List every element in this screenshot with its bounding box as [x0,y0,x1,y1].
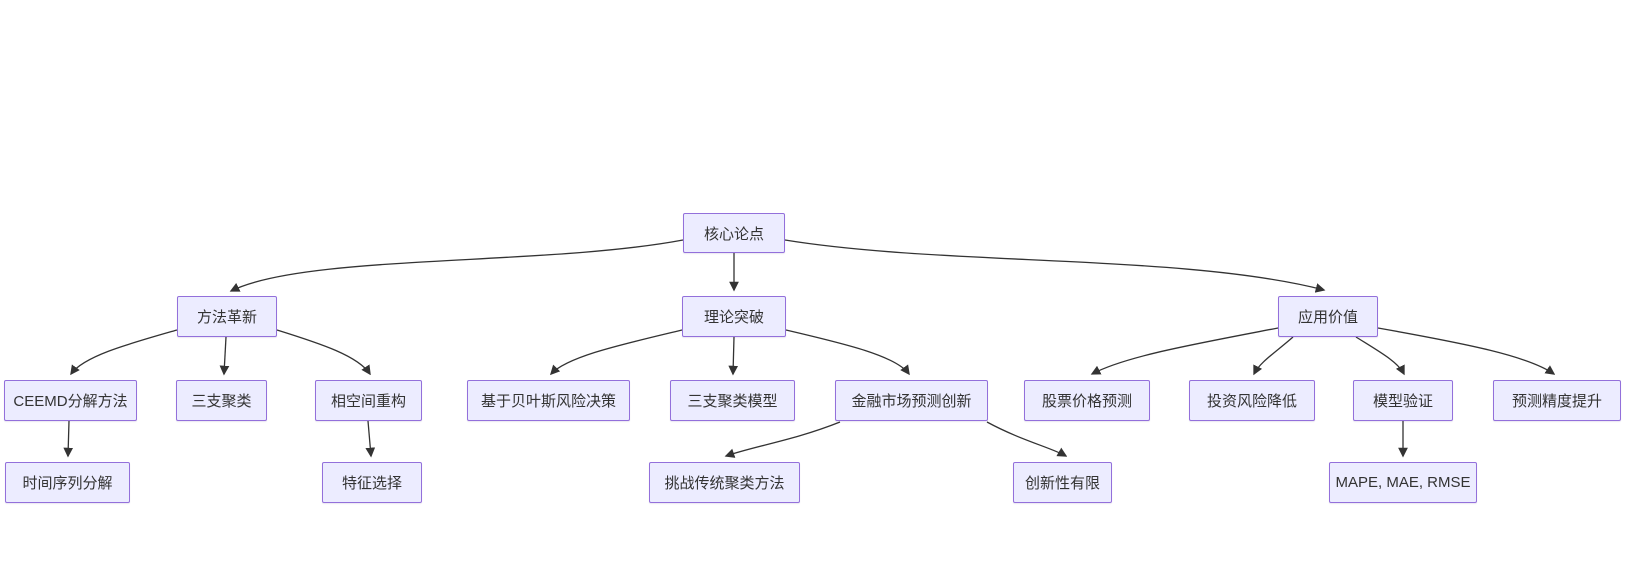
node-three-way-clustering: 三支聚类 [176,380,267,421]
node-model-validation: 模型验证 [1353,380,1453,421]
node-evaluation-metrics: MAPE, MAE, RMSE [1329,462,1477,503]
edge-core-method [229,239,684,292]
edge-finance-challenge [724,421,841,458]
node-core-thesis: 核心论点 [683,213,785,253]
node-bayesian-risk-decision: 基于贝叶斯风险决策 [467,380,630,421]
edge-application-validation [1355,336,1405,376]
node-ceemd-decomposition: CEEMD分解方法 [4,380,137,421]
node-investment-risk-reduction: 投资风险降低 [1189,380,1315,421]
node-application-value: 应用价值 [1278,296,1378,337]
edge-finance-limited [986,421,1068,457]
edge-application-risk [1253,336,1294,376]
node-financial-market-forecast-innovation: 金融市场预测创新 [835,380,988,421]
node-theory-breakthrough: 理论突破 [682,296,786,337]
node-feature-selection: 特征选择 [322,462,422,503]
node-time-series-decomposition: 时间序列分解 [5,462,130,503]
node-forecast-accuracy-improvement: 预测精度提升 [1493,380,1621,421]
edge-theory-threewaymodel [728,336,739,376]
edge-method-threeway [219,336,230,376]
edge-theory-bayes [549,329,683,376]
edge-method-phase [276,329,371,376]
node-challenge-traditional-clustering: 挑战传统聚类方法 [649,462,800,503]
node-limited-innovation: 创新性有限 [1013,462,1112,503]
edge-theory-finance [785,329,910,376]
edge-ceemd-timeseries [63,420,74,458]
node-stock-price-prediction: 股票价格预测 [1024,380,1150,421]
edge-core-application [784,239,1326,293]
edge-phase-feature [365,420,376,458]
edge-application-stock [1090,327,1279,375]
node-three-way-clustering-model: 三支聚类模型 [670,380,795,421]
node-method-innovation: 方法革新 [177,296,277,337]
node-phase-space-reconstruction: 相空间重构 [315,380,422,421]
edge-method-ceemd [70,329,178,376]
edge-application-precision [1377,327,1556,375]
